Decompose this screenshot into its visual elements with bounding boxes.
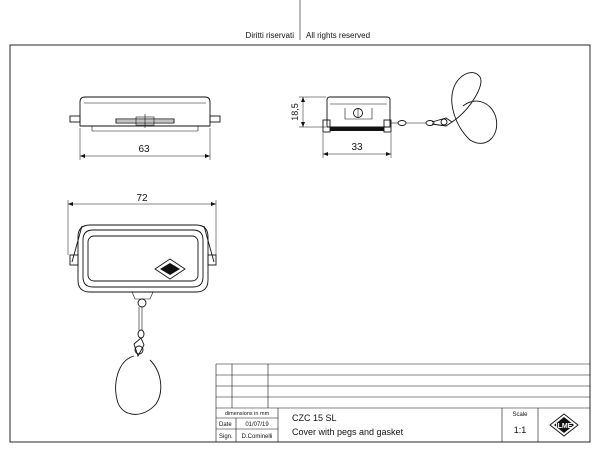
rights-reserved-italian: Diritti riservati <box>246 31 295 40</box>
top-view <box>69 96 221 132</box>
title-block <box>215 363 590 442</box>
scale-label: Scale <box>512 412 528 418</box>
dim-side-height-label: 18,5 <box>290 103 300 121</box>
dimensions-note: dimensions in mm <box>225 411 270 417</box>
scale-value: 1:1 <box>514 425 527 435</box>
part-code: CZC 15 SL <box>292 413 337 423</box>
dimension-top-width <box>79 128 211 160</box>
dimension-side-height <box>299 96 326 128</box>
sign-label: Sign. <box>219 434 233 440</box>
part-description: Cover with pegs and gasket <box>292 427 404 437</box>
company-logo: ILME <box>549 413 579 437</box>
dimension-side-width <box>322 133 392 158</box>
date-value: 01/07/19 <box>245 422 269 428</box>
rights-reserved-english: All rights reserved <box>306 31 370 40</box>
dim-top-width-label: 63 <box>138 144 150 155</box>
svg-text:ILME: ILME <box>556 423 573 430</box>
dim-side-width-label: 33 <box>351 142 363 153</box>
date-label: Date <box>219 422 232 428</box>
sheet-border <box>9 44 591 443</box>
side-view <box>322 72 498 144</box>
front-view <box>69 224 217 415</box>
dimension-front-width <box>67 200 217 255</box>
dim-front-width-label: 72 <box>136 193 148 204</box>
gasket <box>330 127 384 131</box>
sign-value: D.Cominelli <box>242 434 273 440</box>
